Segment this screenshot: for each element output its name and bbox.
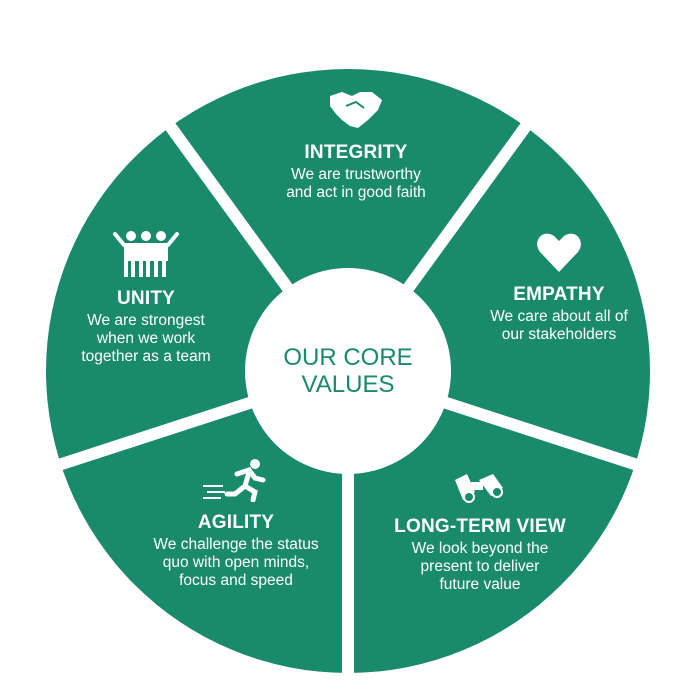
center-title: OUR CORE VALUES: [258, 344, 438, 398]
team-icon: [113, 231, 179, 277]
center-line-2: VALUES: [301, 371, 395, 398]
unity-text-2: when we work: [96, 330, 196, 347]
unity-text-3: together as a team: [81, 348, 211, 365]
long-term-view-text-3: future value: [439, 576, 521, 593]
binoculars-icon: [455, 474, 503, 503]
agility-text-2: quo with open minds,: [162, 554, 310, 571]
integrity-text-2: and act in good faith: [286, 184, 426, 201]
running-person-icon: [203, 459, 266, 502]
inner-circle: [245, 268, 451, 474]
unity-title: UNITY: [117, 288, 175, 309]
empathy-title: EMPATHY: [513, 284, 605, 305]
long-term-view-title: LONG-TERM VIEW: [394, 516, 566, 537]
integrity-title: INTEGRITY: [304, 142, 408, 163]
empathy-text-2: our stakeholders: [501, 326, 617, 343]
long-term-view-text-2: present to deliver: [420, 558, 540, 575]
segment-divider: [51, 393, 265, 473]
unity-text-1: We are strongest: [87, 312, 205, 329]
heart-icon: [537, 233, 581, 272]
empathy-text-1: We care about all of: [490, 308, 628, 325]
center-line-1: OUR CORE: [283, 344, 413, 371]
long-term-view-text-1: We look beyond the: [411, 540, 549, 557]
integrity-text-1: We are trustworthy: [291, 166, 421, 183]
segment-divider: [160, 116, 300, 302]
agility-text-1: We challenge the status: [153, 536, 319, 553]
handshake-icon: [330, 92, 382, 128]
agility-text-3: focus and speed: [179, 572, 293, 589]
agility-title: AGILITY: [197, 512, 275, 533]
segment-divider: [396, 116, 536, 302]
segment-divider: [431, 393, 645, 473]
